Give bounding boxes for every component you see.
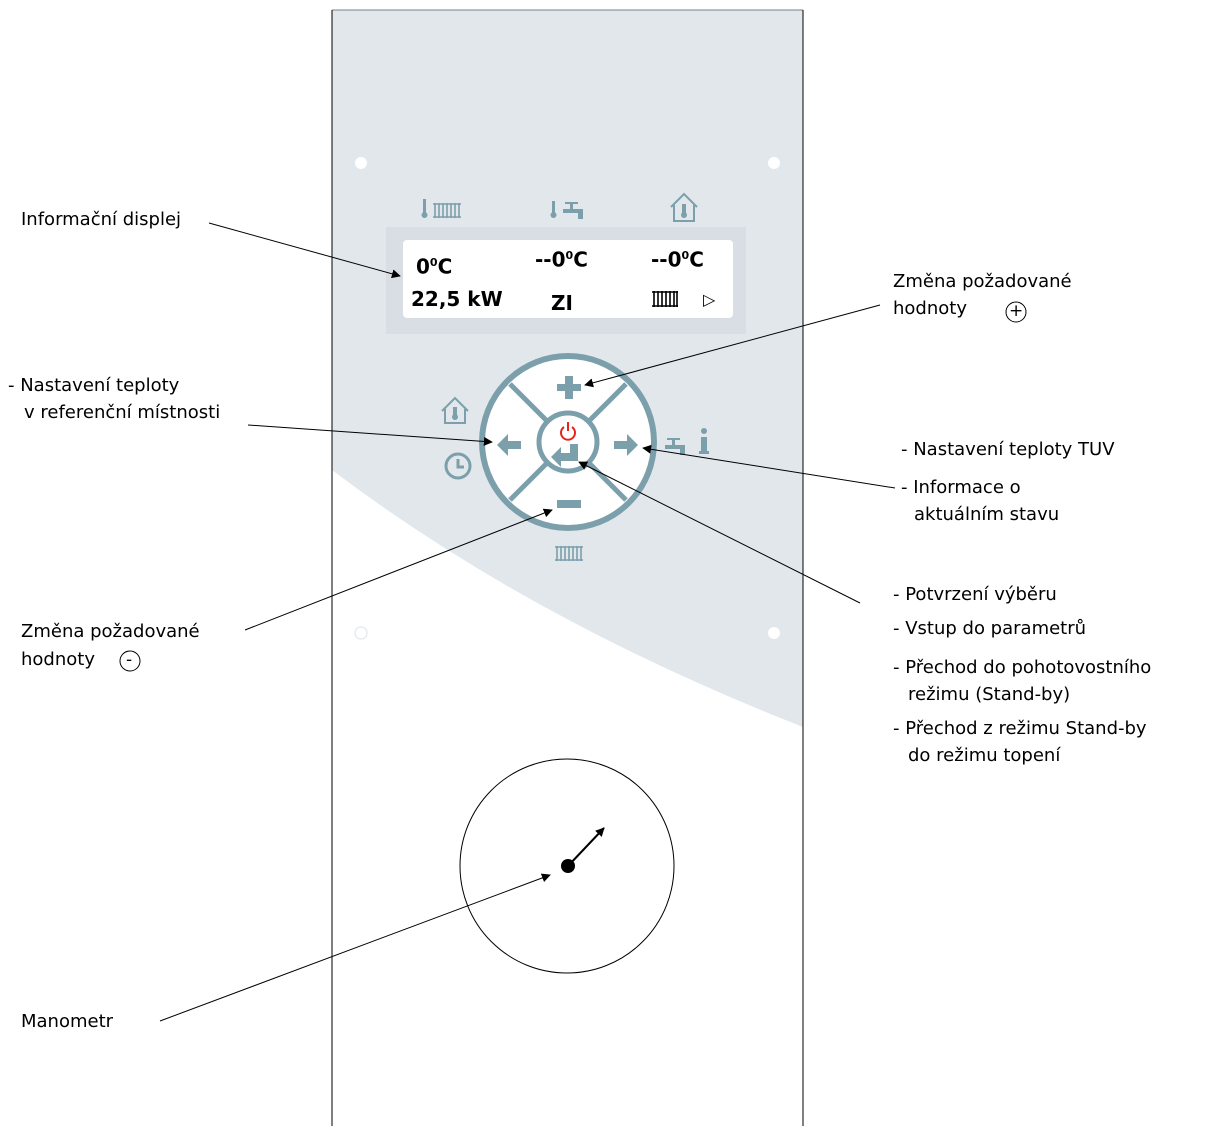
minus-sign-circle — [119, 650, 141, 672]
label-confirm: - Potvrzení výběru — [893, 584, 1057, 605]
display-mode: ZI — [551, 291, 573, 315]
info-icon — [699, 428, 709, 454]
pointer-right — [642, 444, 896, 489]
clock-icon — [444, 452, 472, 480]
house-icon — [670, 192, 698, 222]
screw-hole — [768, 627, 780, 639]
label-heating-line1: - Přechod z režimu Stand-by — [893, 718, 1147, 739]
manometer-gauge — [459, 758, 675, 974]
tap-icon — [665, 438, 685, 455]
display-power: 22,5 kW — [411, 287, 503, 311]
tap-icon — [563, 202, 583, 219]
plus-sign-circle — [1005, 301, 1027, 323]
label-heating-line2: do režimu topení — [908, 745, 1061, 766]
label-plus-sign: + — [1009, 301, 1024, 321]
label-info-line2: aktuálním stavu — [914, 504, 1060, 525]
minus-icon[interactable] — [557, 500, 581, 508]
screw-hole — [355, 157, 367, 169]
pointer-enter — [578, 461, 861, 604]
pointer-minus — [244, 508, 553, 631]
display-screen — [403, 240, 733, 318]
display-temp-1: 00C — [416, 254, 453, 279]
pointer-display — [208, 222, 401, 279]
display-play-icon: ▷ — [703, 290, 716, 309]
label-standby-line1: - Přechod do pohotovostního — [893, 657, 1152, 678]
plus-icon[interactable] — [557, 376, 581, 399]
power-icon[interactable] — [560, 422, 576, 441]
arrow-right-icon[interactable] — [614, 434, 638, 456]
pointer-left — [247, 424, 493, 446]
arrow-left-icon[interactable] — [497, 434, 521, 456]
radiator-icon — [433, 203, 461, 218]
label-display: Informační displej — [21, 209, 182, 230]
pointer-manometer — [159, 873, 551, 1022]
thermometer-icon — [550, 201, 557, 218]
label-manometer: Manometr — [21, 1011, 114, 1032]
display-temp-2: --00C — [535, 247, 588, 272]
label-minus-line2: hodnoty — [21, 649, 95, 670]
label-tuv: - Nastavení teploty TUV — [901, 439, 1115, 460]
label-room-line2: v referenční místnosti — [24, 402, 221, 423]
pointer-plus — [584, 304, 881, 388]
label-info-line1: - Informace o — [901, 477, 1021, 498]
label-room-line1: - Nastavení teploty — [8, 375, 180, 396]
pointer-lines — [159, 222, 896, 1022]
house-icon — [441, 396, 469, 424]
label-standby-line2: režimu (Stand-by) — [908, 684, 1071, 705]
enter-icon[interactable] — [551, 444, 578, 467]
label-minus-sign: - — [126, 650, 133, 670]
screw-hole — [354, 626, 368, 640]
radiator-icon — [555, 546, 583, 561]
screw-hole — [768, 157, 780, 169]
thermometer-icon — [421, 199, 428, 218]
label-plus-line1: Změna požadované — [893, 271, 1072, 292]
display-temp-3: --00C — [651, 247, 704, 272]
label-minus-line1: Změna požadované — [21, 621, 200, 642]
display-radiator-icon — [652, 291, 678, 307]
label-params: - Vstup do parametrů — [893, 618, 1087, 639]
label-plus-line2: hodnoty — [893, 298, 967, 319]
control-ring — [479, 353, 657, 531]
